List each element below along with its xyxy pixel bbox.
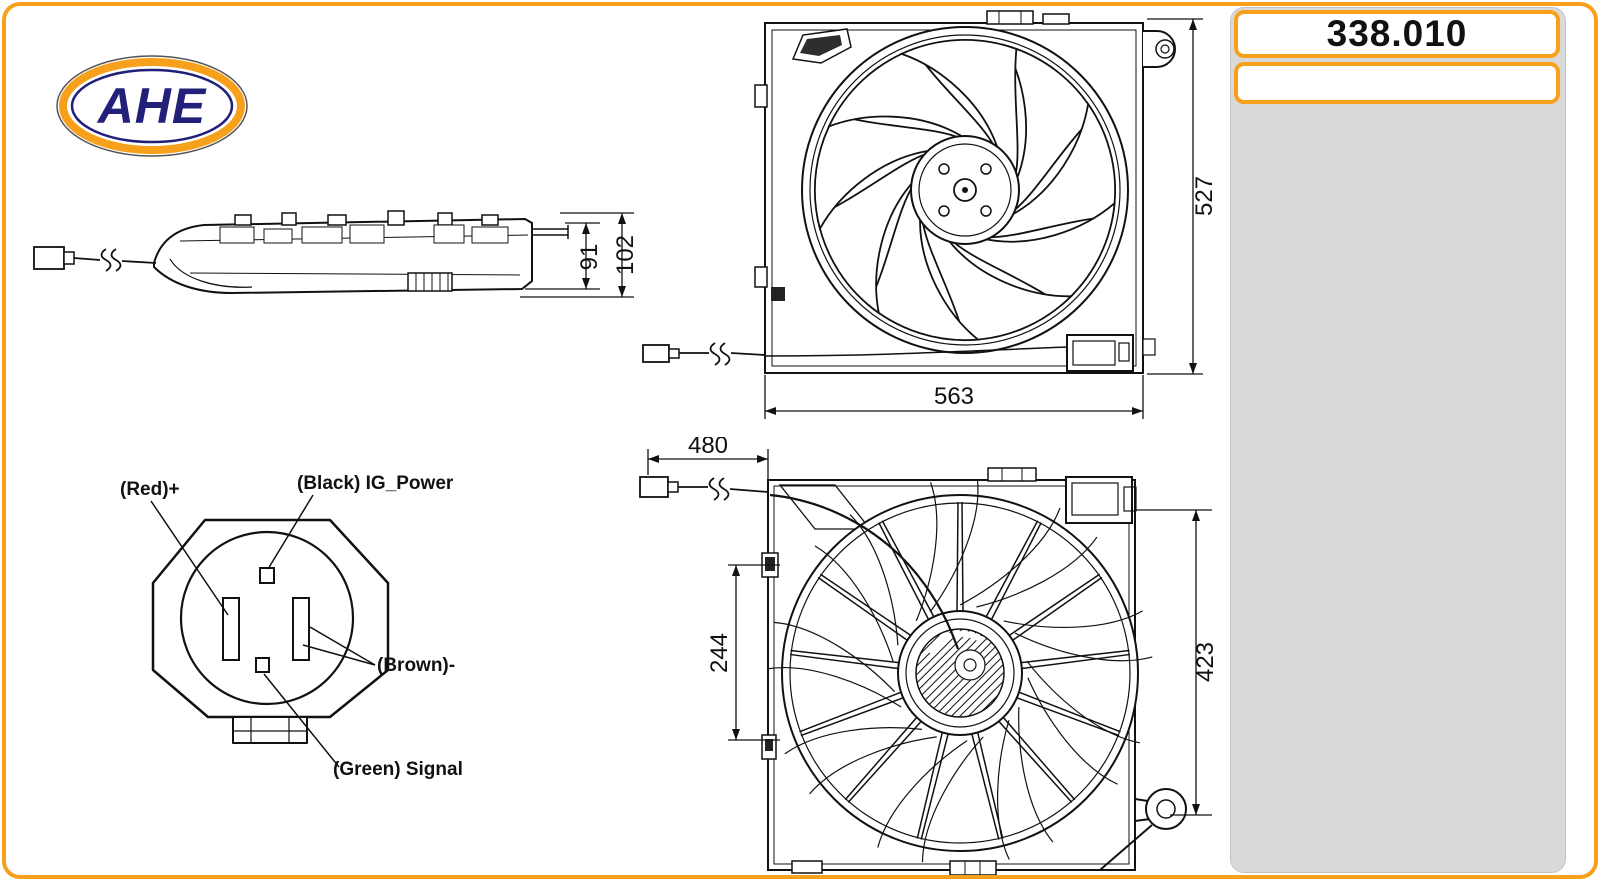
- cable-break-icon: [708, 477, 720, 501]
- dim-rear-height-label: 423: [1192, 642, 1219, 682]
- side-view-drawing: 91 102: [33, 210, 639, 298]
- rear-internal-cable: [769, 493, 960, 650]
- pin-label-brown: (Brown)-: [377, 655, 455, 676]
- dim-side-outer-label: 102: [612, 235, 639, 275]
- front-view-dimensions: [764, 18, 1203, 419]
- dim-rear-inner-label: 244: [706, 633, 733, 673]
- rear-cable-connector: [639, 476, 769, 501]
- front-view-drawing: 527 563: [642, 5, 1218, 419]
- side-view-body: [153, 210, 569, 295]
- front-fan: [773, 5, 1159, 376]
- part-number-box: 338.010: [1234, 10, 1560, 58]
- spare-label-box: [1234, 62, 1560, 104]
- part-number: 338.010: [1326, 13, 1468, 54]
- logo-orange-ring: [59, 58, 245, 154]
- pin-ig-power: [259, 567, 275, 584]
- connector-pins: [222, 567, 310, 673]
- pin-red: [222, 597, 240, 661]
- connector-pinout-diagram: (Red)+ (Black) IG_Power (Brown)- (Green)…: [120, 473, 463, 780]
- dim-side-inner-label: 91: [576, 244, 603, 271]
- pin-label-red: (Red)+: [120, 479, 180, 500]
- connector-body: [151, 518, 390, 744]
- rear-control-module: [1065, 476, 1137, 524]
- cable-break-icon: [100, 248, 112, 272]
- cable-break-icon: [709, 342, 721, 366]
- front-mount-ear: [1143, 30, 1176, 68]
- brand-logo: AHE: [56, 55, 248, 157]
- pin-signal: [255, 657, 270, 673]
- side-view-dimensions: [520, 212, 634, 298]
- pin-label-black: (Black) IG_Power: [297, 473, 454, 494]
- rear-motor: [897, 610, 1023, 736]
- rear-view-dimensions: [647, 449, 1212, 816]
- pin-label-green: (Green) Signal: [333, 759, 463, 780]
- logo-blue-ring: [70, 68, 234, 144]
- pinout-leader-lines: [150, 494, 376, 768]
- rear-view-drawing: 480 244 423: [639, 437, 1219, 876]
- dim-cable-length-label: 480: [688, 437, 728, 459]
- front-cable-connector: [642, 342, 1068, 366]
- dim-front-height-label: 527: [1191, 176, 1218, 216]
- rear-mount-ear: [1099, 788, 1187, 871]
- front-control-module: [1066, 334, 1134, 372]
- rear-fan-guard: [766, 480, 1153, 863]
- side-view-cable-connector: [33, 246, 157, 272]
- dim-front-width-label: 563: [934, 383, 974, 410]
- logo-text: AHE: [96, 78, 207, 134]
- catalog-side-panel: [1230, 7, 1566, 873]
- pin-brown: [292, 597, 310, 661]
